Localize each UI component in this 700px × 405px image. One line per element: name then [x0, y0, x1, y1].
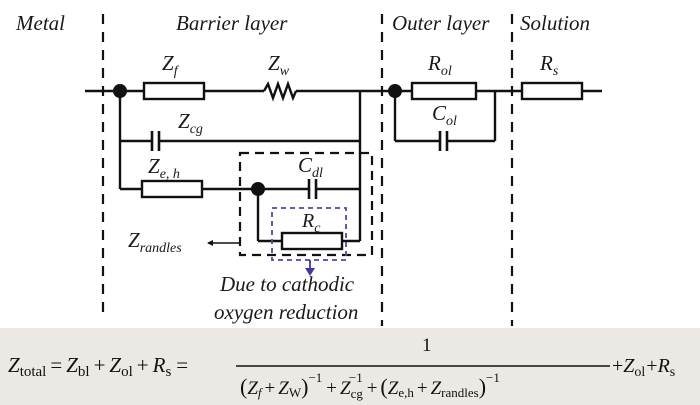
rc-highlight-box	[271, 207, 347, 261]
label-zcg: Zcg	[178, 109, 203, 137]
randles-group-box	[238, 151, 374, 257]
label-zw: Zw	[268, 51, 290, 79]
warburg-element-zw	[262, 80, 298, 102]
equivalent-circuit-diagram: Metal Barrier layer Outer layer Solution	[15, 11, 602, 326]
label-zrandles: Zrandles	[128, 228, 182, 256]
region-label-outer: Outer layer	[392, 11, 490, 35]
label-zeh: Ze, h	[148, 154, 180, 182]
capacitor-col	[438, 131, 449, 151]
resistor-rs	[520, 81, 584, 101]
formula-tail: +Zol+Rs	[612, 355, 675, 380]
label-zf: Zf	[162, 51, 180, 79]
node-junction-randles	[251, 182, 265, 196]
region-label-barrier: Barrier layer	[176, 11, 288, 35]
region-label-solution: Solution	[520, 11, 590, 35]
label-rs: Rs	[539, 51, 559, 79]
formula-numerator: 1	[422, 335, 432, 356]
label-cdl: Cdl	[298, 153, 323, 181]
resistor-rol	[410, 81, 478, 101]
label-rol: Rol	[427, 51, 452, 79]
circuit-wires	[85, 89, 602, 243]
resistor-zf	[142, 81, 206, 101]
formula-lhs: Ztotal=Zbl+Zol+Rs=	[8, 353, 188, 380]
zrandles-pointer-head	[207, 240, 213, 246]
resistor-rc	[280, 231, 344, 251]
node-junction-left	[113, 84, 127, 98]
resistor-zeh	[140, 179, 204, 199]
formula-denominator: (Zf+ZW)−1+Zcg−1+(Ze,h+Zrandles)−1	[240, 370, 500, 401]
region-label-metal: Metal	[15, 11, 65, 35]
impedance-formula: Ztotal=Zbl+Zol+Rs= 1 (Zf+ZW)−1+Zcg−1+(Ze…	[8, 335, 675, 401]
capacitor-zcg	[150, 131, 161, 151]
annotation-line-2: oxygen reduction	[214, 300, 358, 324]
node-junction-outer	[388, 84, 402, 98]
rc-arrow-head	[305, 268, 315, 276]
capacitor-cdl	[307, 179, 318, 199]
label-rc: Rc	[301, 210, 321, 236]
label-col: Col	[432, 101, 457, 129]
annotation-line-1: Due to cathodic	[219, 272, 355, 296]
formula-panel: Ztotal=Zbl+Zol+Rs= 1 (Zf+ZW)−1+Zcg−1+(Ze…	[0, 328, 700, 405]
